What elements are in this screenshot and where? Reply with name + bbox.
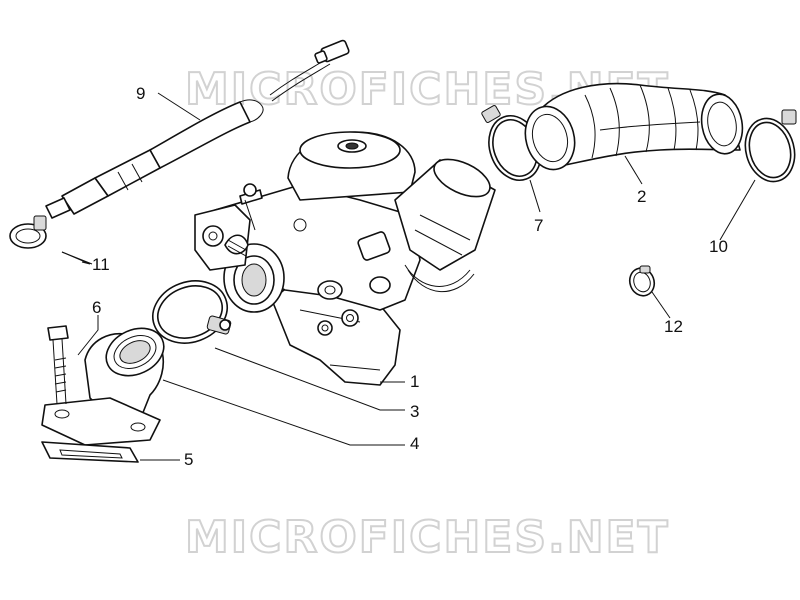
clamp-part-3 [152,280,232,344]
callout-1: 1 [410,372,419,391]
carburetor-part-1 [194,131,496,386]
clip-part-12 [628,265,656,297]
callout-9: 9 [136,84,145,103]
callout-labels: 1 2 3 4 5 6 7 9 10 11 12 [92,84,728,469]
gasket-part-5 [41,441,139,463]
clamp-part-7 [481,105,542,181]
bolt-part-6 [47,325,69,405]
cable-part-9 [45,39,350,219]
callout-7: 7 [534,216,543,235]
callout-11: 11 [92,255,110,274]
clamp-part-11 [9,215,47,249]
callout-5: 5 [184,450,193,469]
clamp-part-10 [744,109,797,183]
air-duct-part-2 [524,82,744,171]
callout-4: 4 [410,434,419,453]
callout-3: 3 [410,402,419,421]
callout-10: 10 [709,237,728,256]
manifold-part-4 [41,327,165,446]
callout-2: 2 [637,187,646,206]
callout-12: 12 [664,317,683,336]
watermark-bottom: MICROFICHES.NET [185,512,670,563]
callout-6: 6 [92,298,101,317]
leader-lines [61,92,756,461]
